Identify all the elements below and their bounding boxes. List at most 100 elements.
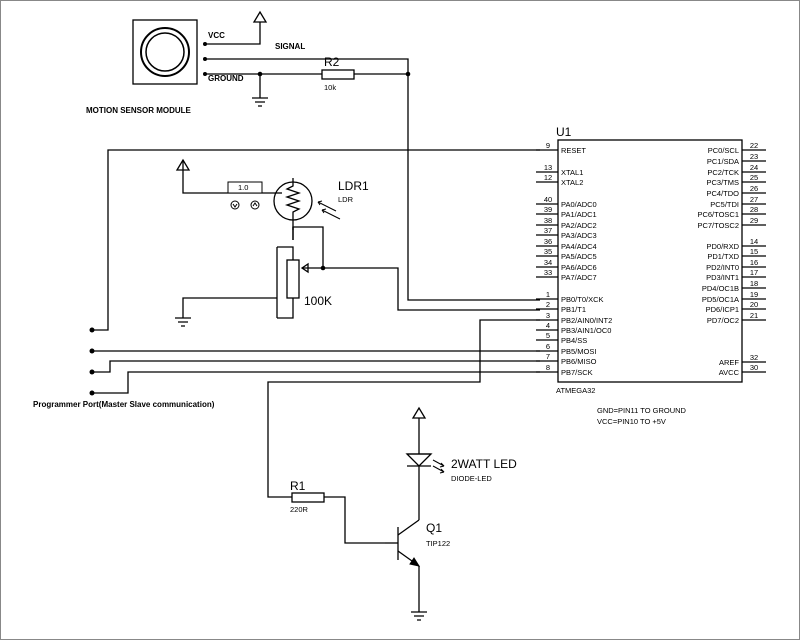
mcu-pin-name: PD0/RXD bbox=[706, 242, 739, 251]
mcu-pin-name: PC6/TOSC1 bbox=[697, 210, 739, 219]
potentiometer-100k: 100K bbox=[276, 227, 540, 319]
mcu-pin-number: 12 bbox=[544, 173, 552, 182]
mcu-pin-number: 35 bbox=[544, 247, 552, 256]
note-vcc: VCC=PIN10 TO +5V bbox=[597, 417, 666, 426]
mcu-pin-name: PD7/OC2 bbox=[707, 316, 739, 325]
mcu-pin-name: PB6/MISO bbox=[561, 357, 597, 366]
motion-vcc-label: VCC bbox=[208, 31, 225, 40]
mcu-pin-name: RESET bbox=[561, 146, 586, 155]
mcu-pin-name: PB5/MOSI bbox=[561, 347, 596, 356]
mcu-pin-name: PD2/INT0 bbox=[706, 263, 739, 272]
r1-value: 220R bbox=[290, 505, 309, 514]
mcu-pin-name: PA1/ADC1 bbox=[561, 210, 597, 219]
led-name: 2WATT LED bbox=[451, 457, 517, 471]
ldr-component: LDR1 LDR 1.0 bbox=[175, 158, 369, 240]
mcu-pin-name: PC3/TMS bbox=[706, 178, 739, 187]
ldr-decrease-icon bbox=[232, 203, 238, 208]
pot-value: 100K bbox=[304, 294, 332, 308]
mcu-pin-number: 25 bbox=[750, 173, 758, 182]
mcu-pin-number: 1 bbox=[546, 290, 550, 299]
mcu-pin-number: 19 bbox=[750, 290, 758, 299]
mcu-pin-number: 32 bbox=[750, 353, 758, 362]
mcu-pin-name: PB2/AIN0/INT2 bbox=[561, 316, 612, 325]
mcu-pin-number: 13 bbox=[544, 163, 552, 172]
mcu-pin-name: AVCC bbox=[719, 368, 740, 377]
ldr-increase-icon bbox=[252, 202, 258, 207]
mcu-pin-name: PB3/AIN1/OC0 bbox=[561, 326, 611, 335]
ground-symbol-pot bbox=[175, 297, 277, 327]
mcu-pin-name: XTAL2 bbox=[561, 178, 583, 187]
mcu-pin-name: PC4/TDO bbox=[706, 189, 739, 198]
mcu-pin-number: 18 bbox=[750, 279, 758, 288]
reset-wire bbox=[92, 149, 540, 331]
mcu-pin-number: 39 bbox=[544, 205, 552, 214]
atmega32-ic: U1 ATMEGA32 9RESET13XTAL112XTAL240PA0/AD… bbox=[536, 125, 766, 395]
mcu-pin-number: 16 bbox=[750, 258, 758, 267]
mcu-pin-number: 28 bbox=[750, 205, 758, 214]
motion-signal-label: SIGNAL bbox=[275, 42, 305, 51]
ldr-type: LDR bbox=[338, 195, 354, 204]
r1-name: R1 bbox=[290, 479, 306, 493]
mcu-pin-number: 34 bbox=[544, 258, 552, 267]
mcu-pin-number: 8 bbox=[546, 363, 550, 372]
mcu-pin-number: 4 bbox=[546, 321, 550, 330]
mcu-pin-number: 3 bbox=[546, 311, 550, 320]
mcu-ref: U1 bbox=[556, 125, 572, 139]
motion-sensor-lens-inner bbox=[145, 32, 185, 72]
ldr-increase-button[interactable] bbox=[250, 200, 260, 210]
mcu-right-pins: 22PC0/SCL23PC1/SDA24PC2/TCK25PC3/TMS26PC… bbox=[697, 141, 766, 377]
pb2-drive-wire bbox=[267, 319, 540, 498]
mcu-pin-name: XTAL1 bbox=[561, 168, 583, 177]
ldr-name: LDR1 bbox=[338, 179, 369, 193]
mcu-pin-number: 5 bbox=[546, 331, 550, 340]
mcu-pin-number: 6 bbox=[546, 342, 550, 351]
motion-sensor-label: MOTION SENSOR MODULE bbox=[86, 106, 192, 115]
mcu-pin-name: PC7/TOSC2 bbox=[697, 221, 739, 230]
mcu-pin-number: 7 bbox=[546, 352, 550, 361]
ldr-divider-wire bbox=[292, 226, 324, 268]
mcu-pin-name: PA6/ADC6 bbox=[561, 263, 597, 272]
ldr-meter-value: 1.0 bbox=[238, 183, 248, 192]
mcu-pin-name: PA7/ADC7 bbox=[561, 273, 597, 282]
r1-resistor: R1 220R bbox=[290, 479, 385, 544]
q1-transistor: Q1 TIP122 bbox=[385, 519, 450, 612]
mcu-pin-name: PD5/OC1A bbox=[702, 295, 739, 304]
mcu-pin-number: 29 bbox=[750, 216, 758, 225]
mcu-pin-name: PD1/TXD bbox=[707, 252, 739, 261]
mcu-pin-name: PA5/ADC5 bbox=[561, 252, 597, 261]
note-gnd: GND=PIN11 TO GROUND bbox=[597, 406, 687, 415]
mcu-left-pins: 9RESET13XTAL112XTAL240PA0/ADC039PA1/ADC1… bbox=[536, 141, 612, 377]
ldr-decrease-button[interactable] bbox=[230, 200, 240, 210]
motion-ground-label: GROUND bbox=[208, 74, 244, 83]
mcu-pin-name: PD3/INT1 bbox=[706, 273, 739, 282]
mcu-pin-name: PC5/TDI bbox=[710, 200, 739, 209]
mcu-part: ATMEGA32 bbox=[556, 386, 595, 395]
mcu-pin-number: 36 bbox=[544, 237, 552, 246]
mcu-pin-name: PD6/ICP1 bbox=[706, 305, 739, 314]
mcu-pin-number: 38 bbox=[544, 216, 552, 225]
